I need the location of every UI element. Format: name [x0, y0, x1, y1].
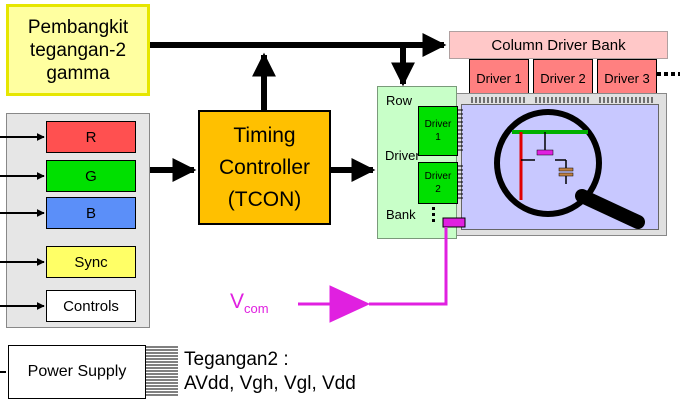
row-driver-1-label: Driver [424, 119, 452, 130]
tcon-line-2: Controller [218, 155, 311, 179]
column-driver-1: Driver 1 [469, 59, 529, 97]
row-driver-1-number: 1 [435, 132, 441, 143]
row-continuation-dots [432, 207, 435, 222]
vcom-label: Vcom [230, 290, 269, 316]
input-ticks [0, 133, 45, 373]
power-supply-label: Power Supply [27, 363, 127, 380]
input-sync-label: Sync [74, 253, 108, 271]
tcon-line-3: (TCON) [227, 187, 302, 211]
power-supply-box: Power Supply [8, 345, 146, 399]
row-driver-2-number: 2 [435, 184, 441, 195]
voltage-note-line-1: Tegangan2 : [184, 349, 289, 370]
column-driver-2-label: Driver 2 [540, 70, 586, 86]
row-driver-bank-label-driver: Driver [385, 148, 420, 163]
tcon-line-1: Timing [233, 123, 296, 147]
gamma-line-3: gamma [46, 62, 110, 84]
power-output-lines [146, 346, 178, 396]
input-controls: Controls [46, 290, 136, 322]
input-controls-label: Controls [63, 297, 119, 315]
vcom-line [369, 227, 448, 306]
voltage-note-line-2: AVdd, Vgh, Vgl, Vdd [184, 373, 356, 394]
row-driver-1: Driver 1 [418, 106, 458, 156]
gamma-generator-box: Pembangkit tegangan-2 gamma [6, 4, 150, 96]
vcom-main: V [230, 290, 245, 313]
column-driver-bank-label: Column Driver Bank [491, 36, 626, 54]
row-driver-bank-label-bank: Bank [386, 207, 416, 222]
input-g: G [46, 160, 136, 192]
column-driver-3: Driver 3 [597, 59, 657, 97]
magnifier-icon [494, 109, 645, 229]
column-driver-3-label: Driver 3 [604, 70, 650, 86]
column-driver-1-label: Driver 1 [476, 70, 522, 86]
gamma-line-2: tegangan-2 [29, 39, 127, 61]
input-g-label: G [85, 167, 97, 185]
vcom-subscript: com [244, 301, 269, 317]
input-b-label: B [85, 204, 96, 222]
input-sync: Sync [46, 246, 136, 278]
input-r: R [46, 121, 136, 153]
input-b: B [46, 197, 136, 229]
row-driver-2-label: Driver [424, 171, 452, 182]
row-driver-bank-label-row: Row [386, 93, 413, 108]
column-continuation-dots [657, 72, 680, 76]
column-driver-bank: Column Driver Bank [449, 31, 668, 59]
timing-controller: Timing Controller (TCON) [198, 110, 331, 225]
input-r-label: R [85, 128, 97, 146]
column-driver-2: Driver 2 [533, 59, 593, 97]
gamma-line-1: Pembangkit [27, 16, 129, 38]
row-driver-ticks [458, 109, 463, 199]
vcom-pad [442, 217, 466, 228]
vcom-buffer [329, 285, 371, 323]
row-driver-2: Driver 2 [418, 162, 458, 204]
column-driver-ticks [471, 97, 653, 103]
